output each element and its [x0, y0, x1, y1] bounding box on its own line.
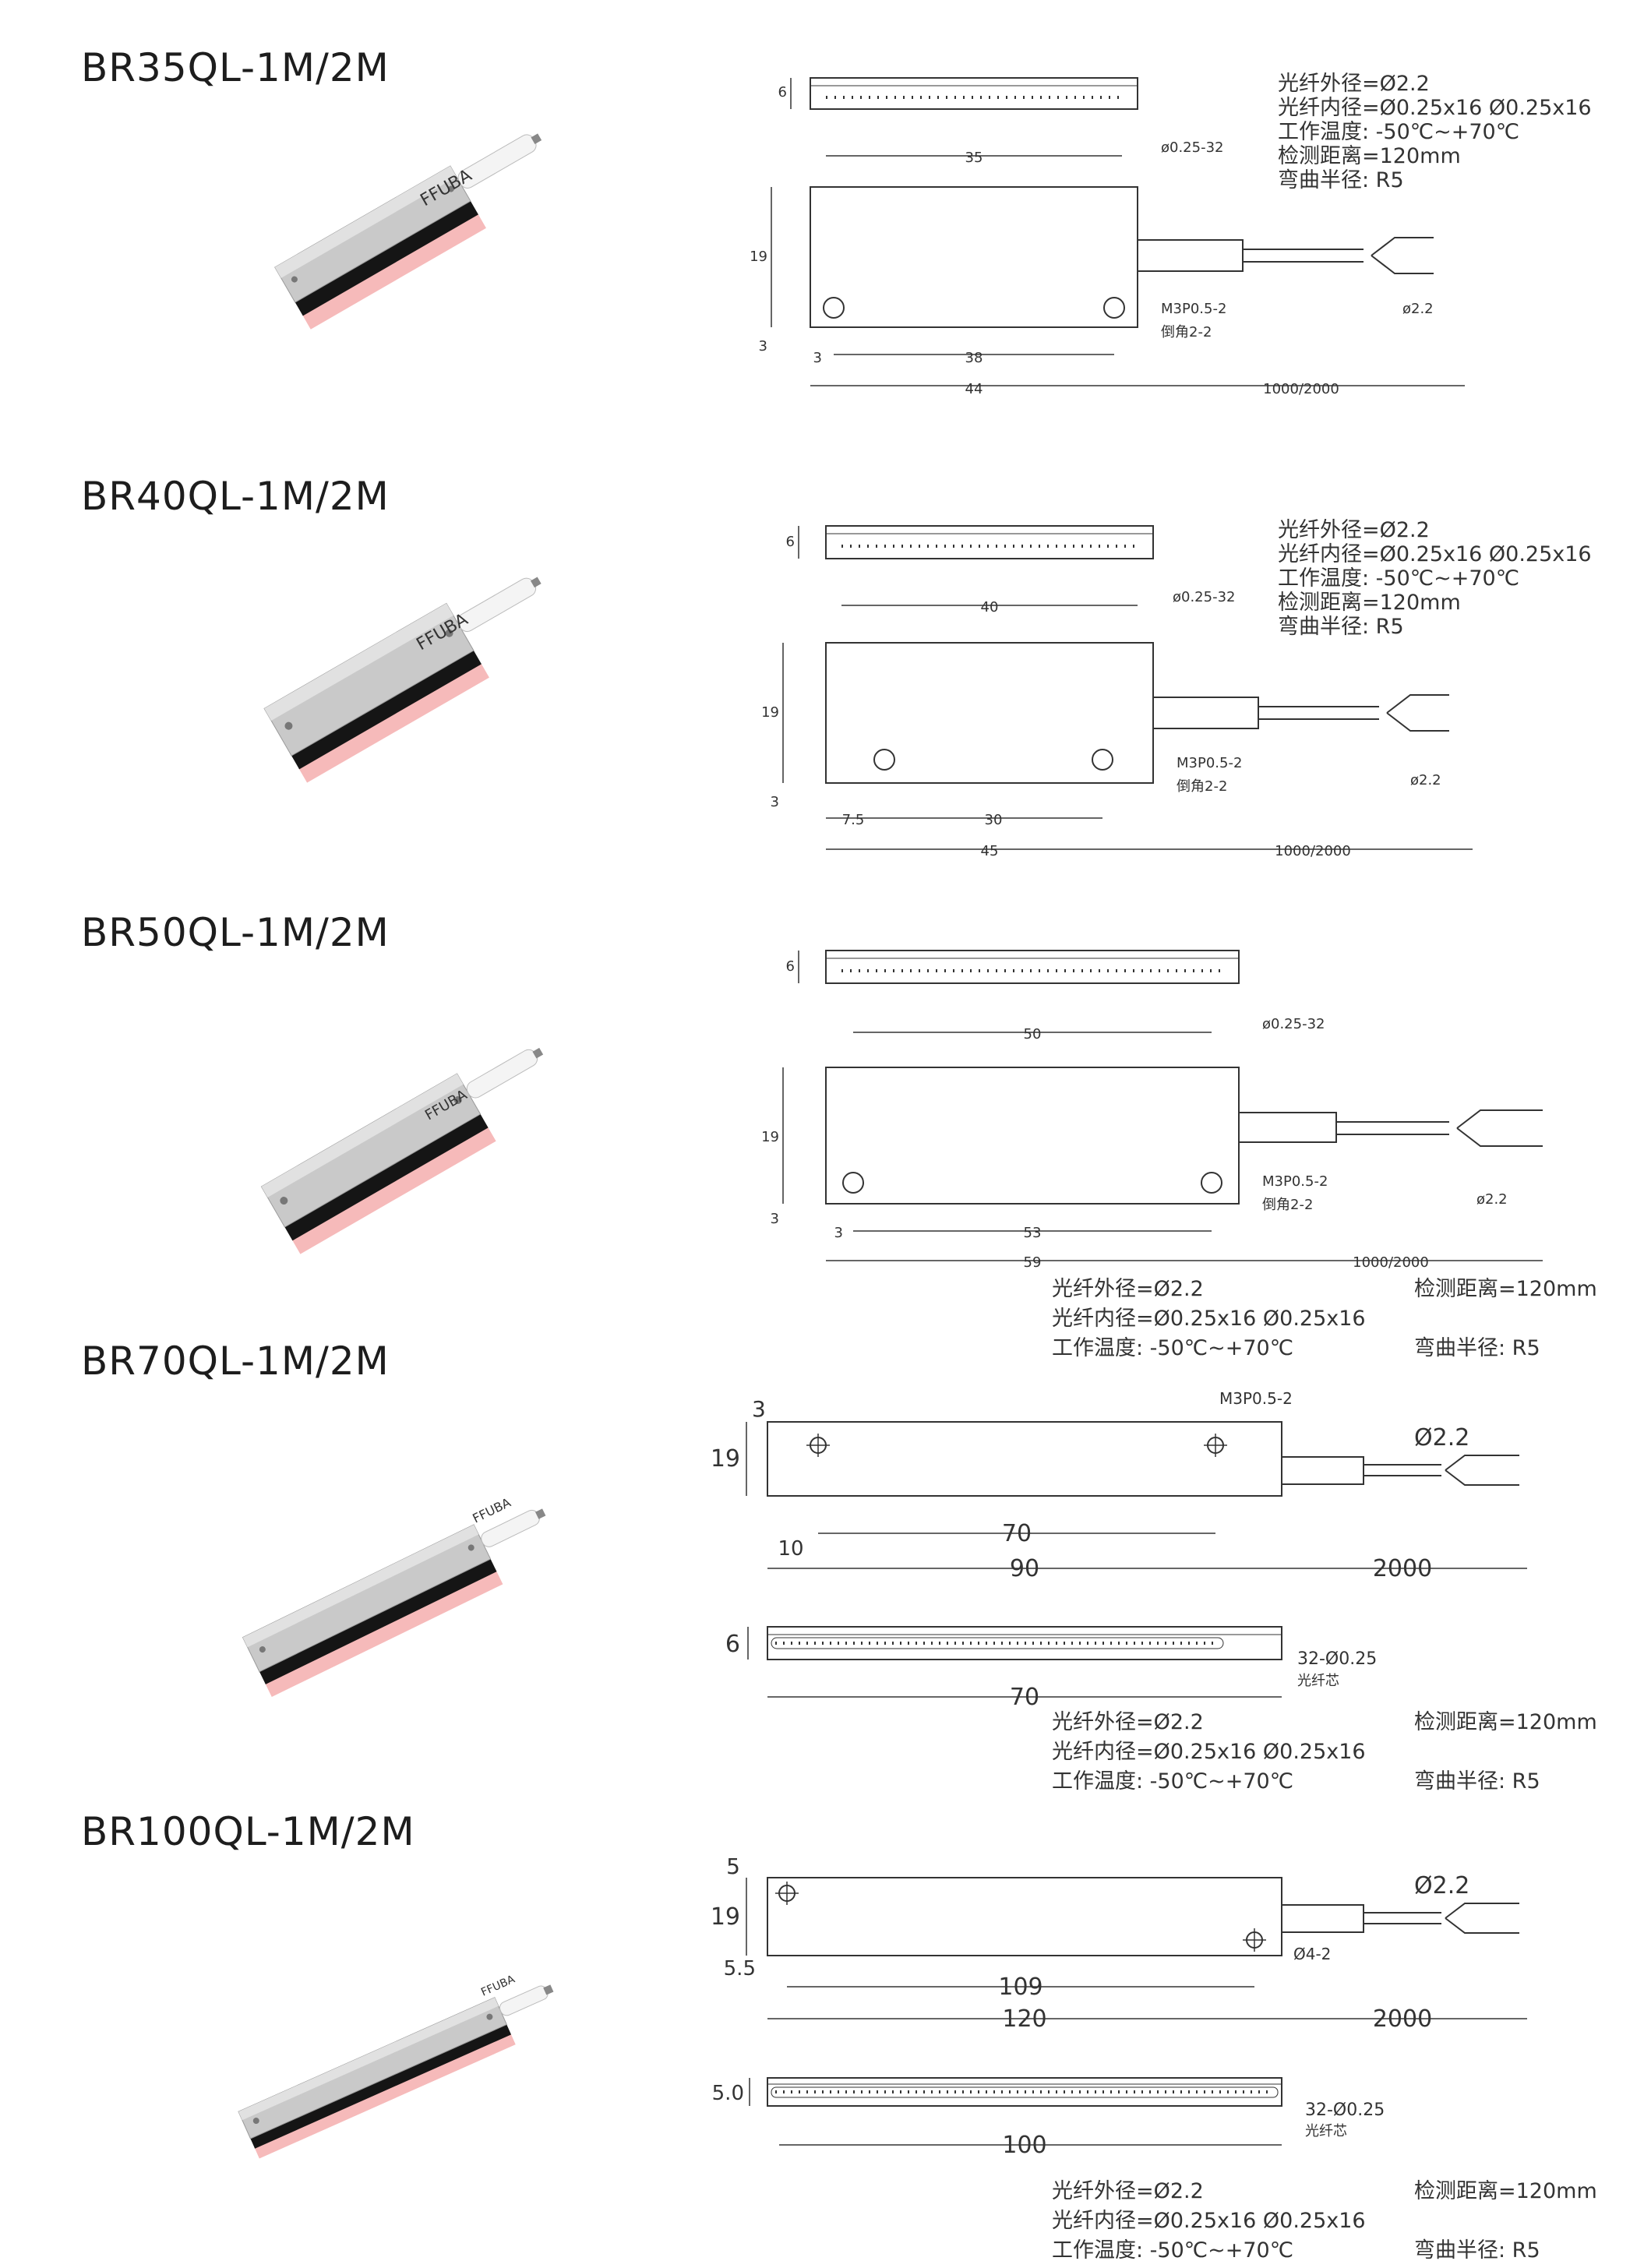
model-title: BR70QL-1M/2M — [81, 1339, 390, 1384]
svg-text:5.0: 5.0 — [712, 2082, 744, 2105]
svg-text:ø0.25-32: ø0.25-32 — [1173, 589, 1236, 605]
svg-text:1000/2000: 1000/2000 — [1263, 381, 1339, 397]
spec-block: 光纤外径=Ø2.2 光纤内径=Ø0.25x16 Ø0.25x16 工作温度: -… — [1278, 518, 1592, 639]
svg-text:光纤芯: 光纤芯 — [1297, 1673, 1339, 1689]
svg-text:109: 109 — [998, 1973, 1042, 2001]
product-photo: FFUBA — [238, 1973, 554, 2159]
svg-text:19: 19 — [711, 1445, 740, 1473]
svg-text:19: 19 — [761, 1129, 779, 1145]
svg-text:70: 70 — [1010, 1684, 1039, 1711]
svg-text:53: 53 — [1024, 1225, 1042, 1241]
svg-text:19: 19 — [711, 1903, 740, 1931]
svg-text:M3P0.5-2: M3P0.5-2 — [1177, 755, 1242, 771]
svg-text:19: 19 — [750, 249, 767, 265]
front-view-body — [810, 186, 1138, 328]
svg-text:70: 70 — [1002, 1520, 1032, 1547]
product-br100ql: BR100QL-1M/2M FFUBA Ø2.2 Ø4-2 5 19 5.5 1… — [0, 1792, 1644, 2268]
svg-text:M3P0.5-2: M3P0.5-2 — [1262, 1173, 1328, 1190]
svg-text:6: 6 — [786, 958, 795, 975]
spec-block-continued: 工作温度: -50℃~+70℃ 弯曲半径: R5 — [1052, 1336, 1540, 1360]
svg-text:Ø2.2: Ø2.2 — [1414, 1872, 1469, 1899]
svg-text:90: 90 — [1010, 1555, 1039, 1582]
technical-drawing: 6 35 ø0.25-32 M3P0.5-2 倒角2-2 ø2.2 19 3 3… — [750, 77, 1465, 397]
top-view-body — [810, 77, 1138, 110]
svg-text:3: 3 — [834, 1225, 843, 1241]
svg-text:ø0.25-32: ø0.25-32 — [1161, 139, 1224, 156]
technical-drawing: Ø2.2 Ø4-2 5 19 5.5 109 120 2000 5.0 100 … — [711, 1854, 1527, 2159]
svg-text:Ø2.2: Ø2.2 — [1414, 1424, 1469, 1451]
svg-text:38: 38 — [965, 350, 983, 366]
svg-text:6: 6 — [786, 534, 795, 550]
svg-text:19: 19 — [761, 704, 779, 721]
svg-text:光纤芯: 光纤芯 — [1305, 2123, 1347, 2139]
svg-text:120: 120 — [1002, 2005, 1046, 2033]
technical-drawing: 6 50 ø0.25-32 M3P0.5-2 倒角2-2 ø2.2 19 3 3… — [761, 950, 1543, 1271]
svg-text:44: 44 — [965, 381, 983, 397]
svg-text:59: 59 — [1024, 1254, 1042, 1271]
technical-drawing: M3P0.5-2 Ø2.2 3 19 10 70 90 2000 6 70 32… — [711, 1389, 1527, 1711]
svg-text:40: 40 — [981, 599, 999, 615]
model-title: BR50QL-1M/2M — [81, 910, 390, 955]
svg-text:5.5: 5.5 — [724, 1957, 756, 1981]
svg-text:ø2.2: ø2.2 — [1410, 772, 1441, 788]
svg-text:1000/2000: 1000/2000 — [1353, 1254, 1429, 1271]
svg-text:ø0.25-32: ø0.25-32 — [1262, 1016, 1325, 1032]
model-title: BR100QL-1M/2M — [81, 1809, 415, 1854]
technical-drawing: 6 40 ø0.25-32 M3P0.5-2 倒角2-2 ø2.2 19 3 7… — [761, 525, 1473, 859]
svg-text:3: 3 — [752, 1396, 766, 1422]
svg-text:3: 3 — [759, 338, 767, 354]
svg-text:32-Ø0.25: 32-Ø0.25 — [1297, 1649, 1377, 1669]
svg-text:ø2.2: ø2.2 — [1402, 301, 1434, 317]
svg-text:3: 3 — [813, 350, 822, 366]
spec-block: 光纤外径=Ø2.2 光纤内径=Ø0.25x16 Ø0.25x16 工作温度: -… — [1052, 2179, 1597, 2263]
svg-text:3: 3 — [771, 794, 779, 810]
svg-text:倒角2-2: 倒角2-2 — [1262, 1197, 1313, 1213]
svg-text:ø2.2: ø2.2 — [1476, 1191, 1508, 1208]
svg-text:30: 30 — [985, 812, 1003, 828]
svg-text:倒角2-2: 倒角2-2 — [1161, 324, 1212, 340]
svg-text:3: 3 — [771, 1211, 779, 1227]
product-br40ql: BR40QL-1M/2M FFUBA 6 40 ø0.25-32 M3P0.5-… — [0, 436, 1644, 888]
svg-text:M3P0.5-2: M3P0.5-2 — [1161, 301, 1226, 317]
svg-text:M3P0.5-2: M3P0.5-2 — [1219, 1389, 1293, 1408]
svg-text:Ø4-2: Ø4-2 — [1293, 1945, 1331, 1963]
product-br35ql: BR35QL-1M/2M FFUBA 6 35 ø0.25-32 — [0, 0, 1644, 436]
svg-text:100: 100 — [1002, 2132, 1046, 2159]
product-photo: FFUBA — [263, 577, 542, 783]
svg-text:5: 5 — [726, 1854, 740, 1879]
spec-block: 光纤外径=Ø2.2 光纤内径=Ø0.25x16 Ø0.25x16 工作温度: -… — [1278, 72, 1592, 192]
svg-text:倒角2-2: 倒角2-2 — [1177, 778, 1227, 795]
svg-text:1000/2000: 1000/2000 — [1275, 843, 1351, 859]
spec-block: 光纤外径=Ø2.2 光纤内径=Ø0.25x16 Ø0.25x16 检测距离=12… — [1052, 1277, 1597, 1331]
svg-text:6: 6 — [725, 1631, 740, 1658]
product-br70ql: BR70QL-1M/2M FFUBA M3P0.5-2 Ø2.2 3 19 10… — [0, 1324, 1644, 1794]
mount-hole — [1103, 297, 1125, 319]
svg-text:6: 6 — [778, 84, 787, 101]
svg-text:45: 45 — [981, 843, 999, 859]
svg-text:7.5: 7.5 — [842, 812, 865, 828]
product-br50ql: BR50QL-1M/2M FFUBA 6 50 ø0.25-32 M3P0.5-… — [0, 888, 1644, 1331]
svg-text:35: 35 — [965, 150, 983, 166]
svg-text:2000: 2000 — [1373, 2005, 1432, 2033]
model-title: BR35QL-1M/2M — [81, 45, 390, 90]
svg-text:2000: 2000 — [1373, 1555, 1432, 1582]
model-title: BR40QL-1M/2M — [81, 474, 390, 519]
product-photo: FFUBA — [242, 1495, 546, 1698]
svg-text:50: 50 — [1024, 1026, 1042, 1042]
spec-block: 光纤外径=Ø2.2 光纤内径=Ø0.25x16 Ø0.25x16 工作温度: -… — [1052, 1710, 1597, 1794]
mount-hole — [823, 297, 845, 319]
product-photo: FFUBA — [274, 133, 542, 330]
svg-text:32-Ø0.25: 32-Ø0.25 — [1305, 2100, 1385, 2120]
svg-text:10: 10 — [778, 1537, 803, 1561]
product-photo: FFUBA — [260, 1047, 544, 1254]
